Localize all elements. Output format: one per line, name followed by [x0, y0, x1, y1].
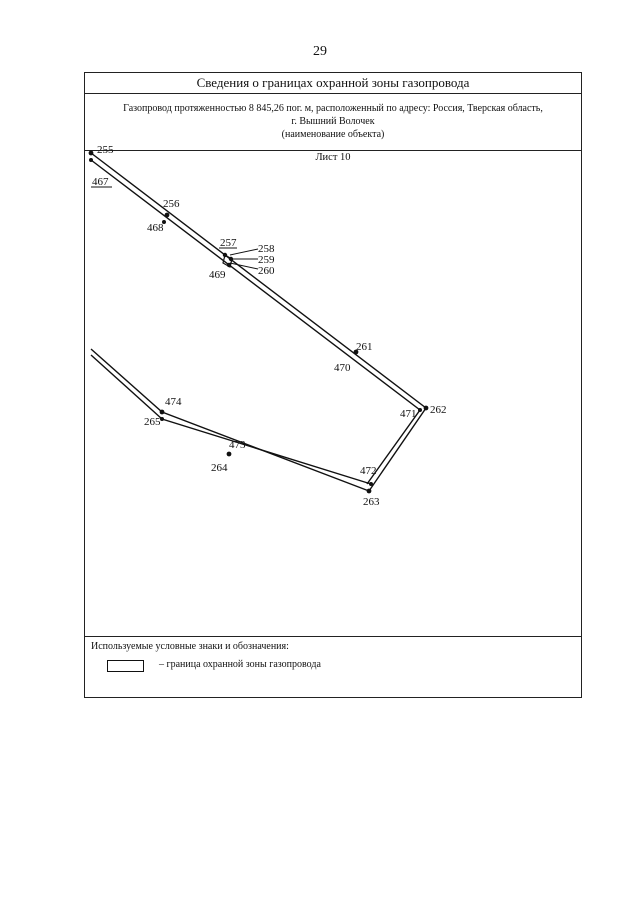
- point-label: 259: [258, 254, 275, 266]
- vertex-marker: [353, 349, 359, 355]
- point-label: 472: [360, 465, 377, 477]
- point-label: 255: [97, 144, 114, 156]
- vertex-marker: [423, 405, 429, 411]
- boundary-line: [90, 152, 427, 492]
- point-label: 467: [92, 176, 109, 188]
- point-label: 258: [258, 243, 275, 255]
- point-label: 474: [165, 396, 182, 408]
- leader-line: [229, 248, 259, 256]
- boundary-line: [90, 159, 421, 485]
- point-label: 263: [363, 496, 380, 508]
- boundary-swatch-icon: [107, 660, 144, 672]
- vertex-marker: [226, 451, 232, 457]
- document-title: Сведения о границах охранной зоны газопр…: [85, 73, 581, 94]
- page-number: 29: [313, 44, 327, 59]
- document-frame: Сведения о границах охранной зоны газопр…: [84, 72, 582, 698]
- legend-item-text: – граница охранной зоны газопровода: [159, 659, 321, 670]
- leader-line: [229, 262, 259, 270]
- vertex-marker: [226, 262, 232, 268]
- vertex-marker: [418, 408, 422, 412]
- vertex-marker: [369, 482, 373, 486]
- vertex-marker: [366, 488, 372, 494]
- point-label: 256: [163, 198, 180, 210]
- legend: Используемые условные знаки и обозначени…: [85, 636, 581, 698]
- point-label: 262: [430, 404, 447, 416]
- legend-heading: Используемые условные знаки и обозначени…: [91, 641, 289, 652]
- point-label: 469: [209, 269, 226, 281]
- point-label: 257: [220, 237, 237, 249]
- vertex-marker: [89, 158, 93, 162]
- vertex-marker: [159, 409, 165, 415]
- sheet-label: Лист 10: [315, 152, 351, 163]
- vertex-marker: [162, 220, 166, 224]
- point-label: 473: [229, 439, 246, 451]
- point-label: 468: [147, 222, 164, 234]
- object-line: г. Вышний Волочек: [291, 116, 375, 127]
- point-label: 264: [211, 462, 228, 474]
- boundary-line: [90, 354, 372, 485]
- vertex-marker: [222, 252, 228, 258]
- object-line: Газопровод протяженностью 8 845,26 пог. …: [123, 103, 543, 114]
- vertex-marker: [160, 417, 164, 421]
- vertex-marker: [164, 212, 170, 218]
- boundary-plan: 255 467 256 468 257 258 259 260 469 261 …: [88, 144, 447, 508]
- vertex-marker: [88, 150, 94, 156]
- point-label: 261: [356, 341, 373, 353]
- point-label: 260: [258, 265, 275, 277]
- object-description: Газопровод протяженностью 8 845,26 пог. …: [85, 93, 581, 151]
- object-caption: (наименование объекта): [281, 129, 385, 140]
- point-label: 470: [334, 362, 351, 374]
- point-label: 265: [144, 416, 161, 428]
- point-label: 471: [400, 408, 417, 420]
- vertex-marker: [228, 256, 234, 262]
